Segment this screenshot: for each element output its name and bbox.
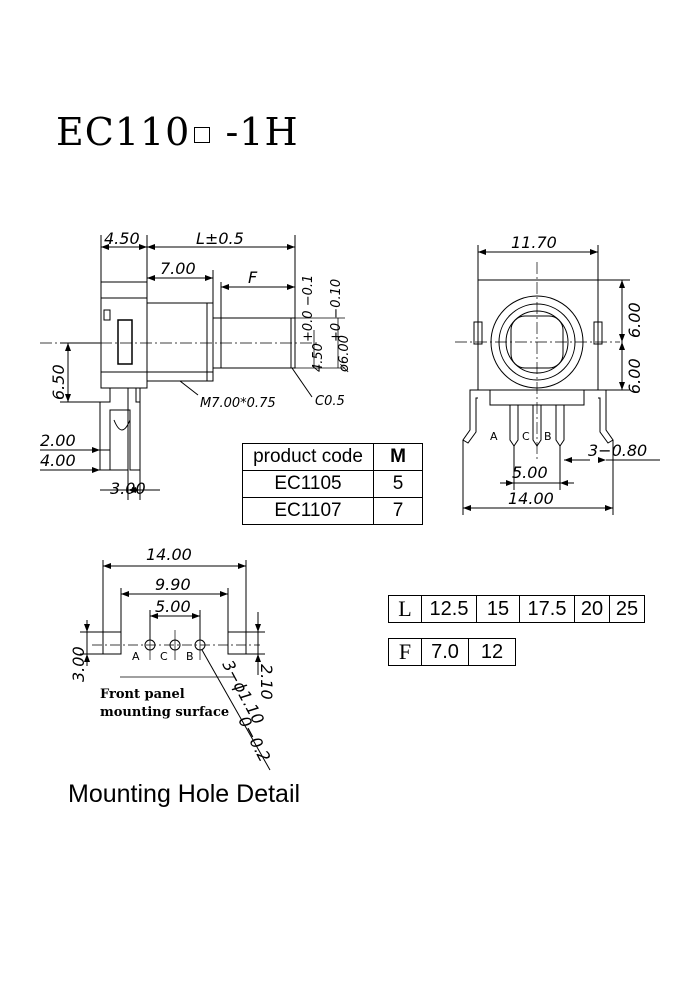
m-value-cell: 5 — [373, 470, 423, 498]
l-value: 15 — [476, 595, 520, 623]
header-product-code: product code — [242, 443, 374, 471]
l-header: L — [388, 595, 422, 623]
product-table-header-row: product code M — [242, 443, 423, 471]
dim-700: 7.00 — [160, 259, 196, 278]
mount-pin-a: A — [132, 650, 140, 663]
dim-200: 2.00 — [40, 431, 76, 450]
side-window — [117, 319, 133, 365]
dim-300: 3.00 — [110, 479, 146, 498]
dim-400: 4.00 — [40, 451, 76, 470]
l-value: 12.5 — [421, 595, 477, 623]
f-header: F — [388, 638, 422, 666]
front-body — [477, 279, 599, 391]
dim-pins: 3−0.80 — [588, 441, 647, 460]
shaft-dia-tol: +0 −0.10 — [329, 279, 344, 342]
mount-dim-210: 2.10 — [257, 664, 276, 700]
table-row: EC1105 5 — [242, 470, 423, 498]
pin-label-a: A — [490, 430, 498, 443]
header-m: M — [373, 443, 423, 471]
product-code-cell: EC1105 — [242, 470, 374, 498]
mount-dim-300: 3.00 — [69, 646, 88, 682]
title-prefix: EC110 — [56, 110, 191, 154]
dim-600-top: 6.00 — [625, 302, 644, 338]
dim-1170: 11.70 — [511, 233, 557, 252]
dim-450: 4.50 — [104, 229, 140, 248]
m-value-cell: 7 — [373, 497, 423, 525]
product-code-table: product code M EC1105 5 EC1107 7 — [242, 443, 423, 525]
dim-600-bottom: 6.00 — [625, 358, 644, 394]
pin-label-c: C — [522, 430, 530, 443]
variant-box-icon — [194, 127, 211, 143]
bushing — [146, 302, 214, 382]
shaft-flat-tol: +0.0 −0.1 — [301, 275, 316, 342]
front-panel-note-2: mounting surface — [100, 705, 229, 720]
side-view — [40, 235, 345, 500]
table-row: F 7.0 12 — [388, 638, 516, 666]
chamfer-spec: C0.5 — [315, 394, 345, 409]
mounting-hole-detail-heading: Mounting Hole Detail — [68, 780, 301, 808]
pin-label-b: B — [544, 430, 552, 443]
mount-pin-b: B — [186, 650, 194, 663]
product-code-cell: EC1107 — [242, 497, 374, 525]
front-panel-note-1: Front panel — [100, 687, 185, 702]
mount-pin-c: C — [160, 650, 168, 663]
mount-dim-990: 9.90 — [155, 575, 191, 594]
dim-500: 5.00 — [512, 463, 548, 482]
table-row: EC1107 7 — [242, 497, 423, 525]
f-value: 7.0 — [421, 638, 469, 666]
shaft-dia-dim: ø6.00 — [337, 335, 352, 373]
f-value: 12 — [468, 638, 516, 666]
mounting-detail — [80, 560, 271, 771]
shaft-flat-dim: 4.50 — [311, 343, 326, 372]
dim-650: 6.50 — [49, 364, 68, 400]
part-number-title: EC110 -1H — [56, 110, 299, 154]
l-length-table: L 12.5 15 17.5 20 25 — [388, 595, 645, 623]
title-suffix: -1H — [225, 110, 299, 154]
mount-holes-tol: 0−0.2 — [234, 713, 274, 765]
dim-1400: 14.00 — [508, 489, 554, 508]
dim-l: L±0.5 — [196, 229, 244, 248]
mount-slot-left — [102, 631, 122, 655]
mount-slot-right — [227, 631, 247, 655]
thread-spec: M7.00*0.75 — [200, 396, 276, 411]
f-length-table: F 7.0 12 — [388, 638, 516, 666]
mount-dim-1400: 14.00 — [146, 545, 192, 564]
mount-dim-500: 5.00 — [155, 597, 191, 616]
l-value: 20 — [574, 595, 610, 623]
l-value: 17.5 — [519, 595, 575, 623]
front-view — [455, 245, 660, 515]
table-row: L 12.5 15 17.5 20 25 — [388, 595, 645, 623]
l-value: 25 — [609, 595, 645, 623]
dim-f: F — [248, 268, 258, 287]
